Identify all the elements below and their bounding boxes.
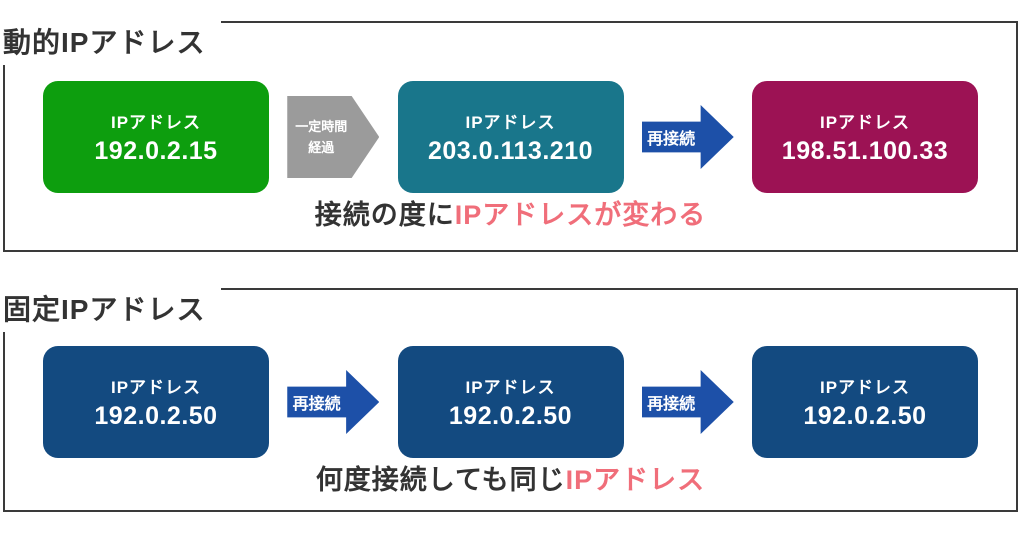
ip-box-label: IPアドレス bbox=[465, 378, 556, 397]
caption-dark-text: 何度接続しても同じ bbox=[315, 465, 566, 495]
reconnect-arrow-icon: 再接続 bbox=[641, 370, 734, 434]
arrow-text-line: 経過 bbox=[308, 140, 335, 155]
ip-box-label: IPアドレス bbox=[110, 113, 202, 132]
caption-pink-text: IPアドレス bbox=[565, 465, 706, 495]
ip-box-teal: IPアドレス 203.0.113.210 bbox=[397, 81, 624, 193]
ip-box-label: IPアドレス bbox=[110, 378, 202, 397]
ip-box-value: 203.0.113.210 bbox=[428, 137, 593, 165]
reconnect-arrow-icon: 再接続 bbox=[641, 105, 734, 169]
ip-box-value: 192.0.2.50 bbox=[448, 402, 573, 430]
ip-box-magenta: IPアドレス 198.51.100.33 bbox=[752, 81, 978, 193]
ip-address-diagram: 動的IPアドレス IPアドレス 192.0.2.15 一定時間 経過 IPアドレ… bbox=[0, 21, 1024, 540]
arrow-text-line: 再接続 bbox=[647, 396, 696, 413]
caption-dynamic: 接続の度にIPアドレスが変わる bbox=[5, 197, 1016, 233]
caption-dark-text: 接続の度に bbox=[314, 200, 455, 230]
ip-box-navy: IPアドレス 192.0.2.50 bbox=[397, 346, 624, 458]
section-frame-dynamic: IPアドレス 192.0.2.15 一定時間 経過 IPアドレス 203.0.1… bbox=[3, 21, 1018, 252]
section-dynamic-ip: 動的IPアドレス IPアドレス 192.0.2.15 一定時間 経過 IPアドレ… bbox=[3, 21, 1018, 252]
section-frame-static: IPアドレス 192.0.2.50 再接続 IPアドレス 192.0.2.50 … bbox=[3, 288, 1018, 512]
elapsed-time-arrow-icon: 一定時間 経過 bbox=[287, 96, 380, 178]
flow-row-static: IPアドレス 192.0.2.50 再接続 IPアドレス 192.0.2.50 … bbox=[5, 346, 1016, 458]
arrow-text-line: 再接続 bbox=[292, 396, 341, 413]
caption-pink-text: IPアドレスが変わる bbox=[454, 200, 707, 230]
ip-box-navy: IPアドレス 192.0.2.50 bbox=[752, 346, 978, 458]
reconnect-arrow-icon: 再接続 bbox=[287, 370, 380, 434]
arrow-text-line: 一定時間 bbox=[295, 118, 348, 134]
ip-box-label: IPアドレス bbox=[465, 113, 556, 132]
arrow-text-line: 再接続 bbox=[647, 131, 696, 148]
section-static-ip: 固定IPアドレス IPアドレス 192.0.2.50 再接続 IPアドレス 19… bbox=[3, 288, 1018, 512]
ip-box-value: 198.51.100.33 bbox=[781, 137, 949, 165]
flow-row-dynamic: IPアドレス 192.0.2.15 一定時間 経過 IPアドレス 203.0.1… bbox=[5, 81, 1016, 193]
ip-box-label: IPアドレス bbox=[819, 113, 911, 132]
section-title-dynamic: 動的IPアドレス bbox=[3, 21, 222, 65]
ip-box-green: IPアドレス 192.0.2.15 bbox=[43, 81, 269, 193]
ip-box-value: 192.0.2.15 bbox=[94, 137, 218, 165]
caption-static: 何度接続しても同じIPアドレス bbox=[5, 462, 1016, 498]
ip-box-navy: IPアドレス 192.0.2.50 bbox=[43, 346, 269, 458]
ip-box-label: IPアドレス bbox=[819, 378, 911, 397]
ip-box-value: 192.0.2.50 bbox=[94, 402, 218, 430]
section-title-static: 固定IPアドレス bbox=[3, 288, 222, 332]
ip-box-value: 192.0.2.50 bbox=[803, 402, 927, 430]
